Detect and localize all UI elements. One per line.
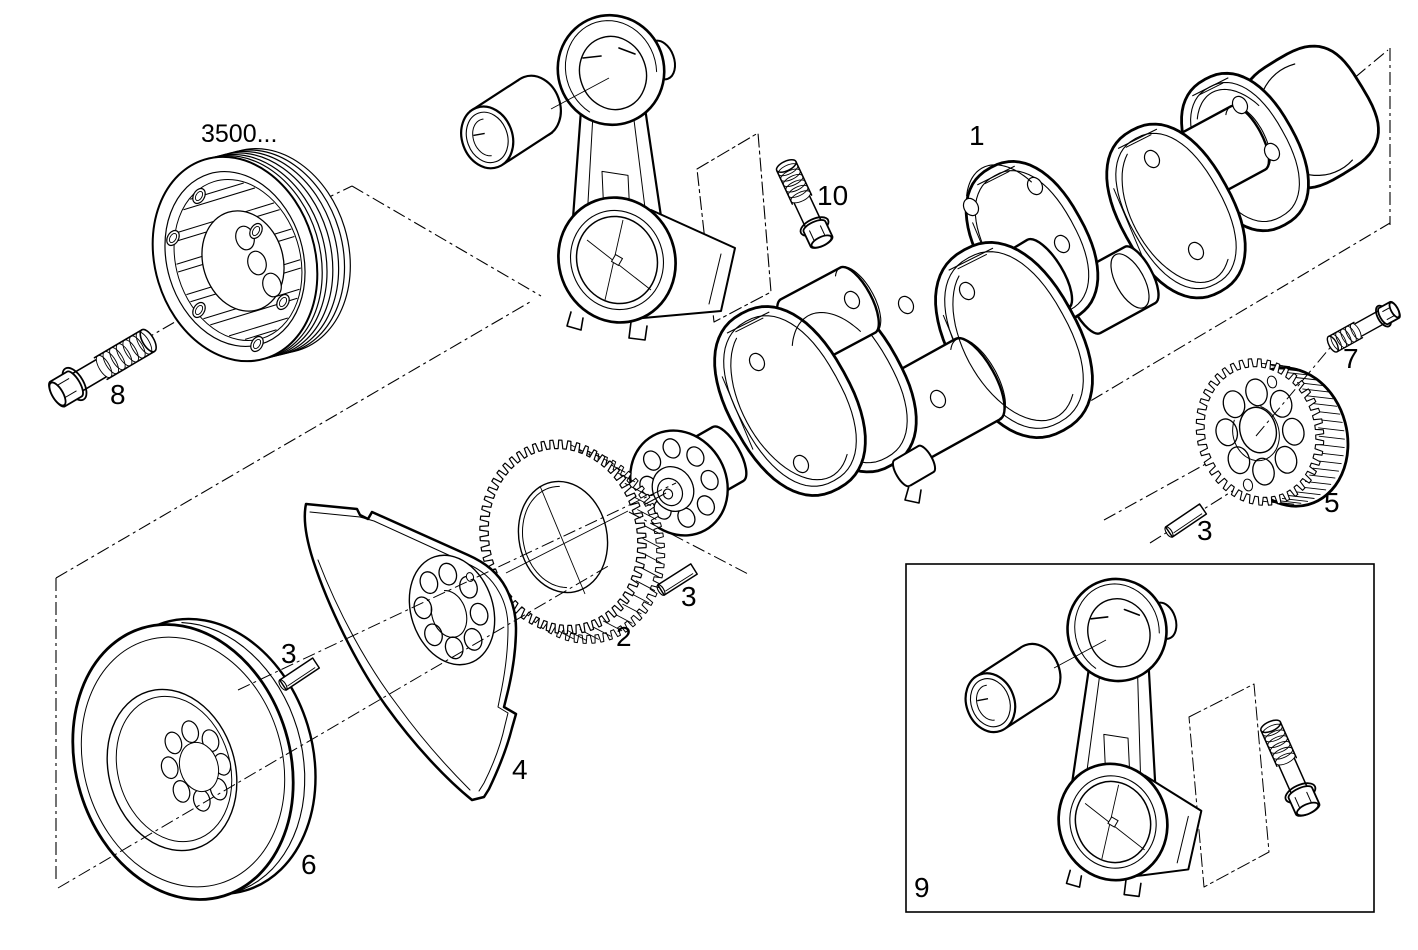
svg-text:3500...: 3500...	[201, 120, 277, 148]
svg-text:8: 8	[110, 379, 126, 410]
svg-text:3: 3	[281, 638, 297, 669]
svg-text:5: 5	[1324, 487, 1340, 518]
svg-text:4: 4	[512, 754, 528, 785]
svg-text:10: 10	[817, 180, 848, 211]
svg-text:3: 3	[681, 581, 697, 612]
svg-text:9: 9	[914, 872, 930, 903]
svg-text:1: 1	[969, 120, 985, 151]
svg-text:2: 2	[616, 621, 632, 652]
svg-text:3: 3	[1197, 515, 1213, 546]
svg-text:7: 7	[1343, 343, 1359, 374]
svg-text:6: 6	[301, 849, 317, 880]
